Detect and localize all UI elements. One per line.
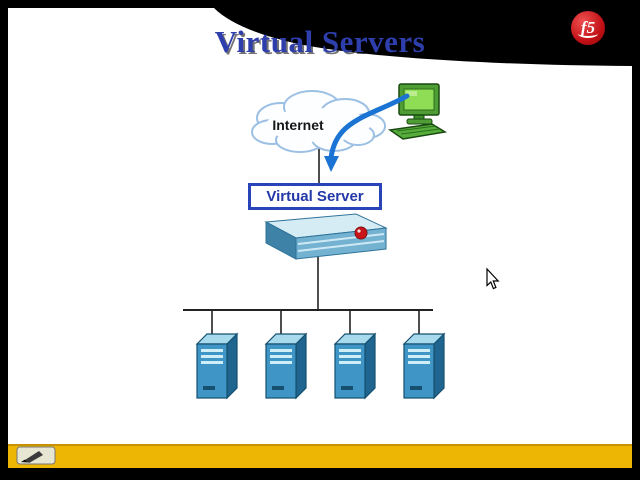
virtual-server-box: Virtual Server	[248, 183, 382, 210]
computer-icon	[388, 83, 448, 140]
virtual-server-label: Virtual Server	[266, 188, 364, 205]
server-farm	[195, 332, 446, 400]
f5-logo-icon: f5	[571, 11, 605, 45]
footer-bar	[8, 444, 632, 468]
f5-logo-swoosh	[578, 29, 598, 38]
bigip-appliance-icon	[264, 213, 388, 260]
server-tower-icon	[333, 332, 377, 400]
pen-tool-button[interactable]	[16, 446, 56, 465]
server-tower-icon	[402, 332, 446, 400]
curved-arrow-icon	[324, 93, 410, 172]
swoosh-decoration	[214, 8, 632, 66]
server-tower-icon	[195, 332, 239, 400]
mouse-cursor-icon	[486, 267, 500, 290]
server-tower-icon	[264, 332, 308, 400]
